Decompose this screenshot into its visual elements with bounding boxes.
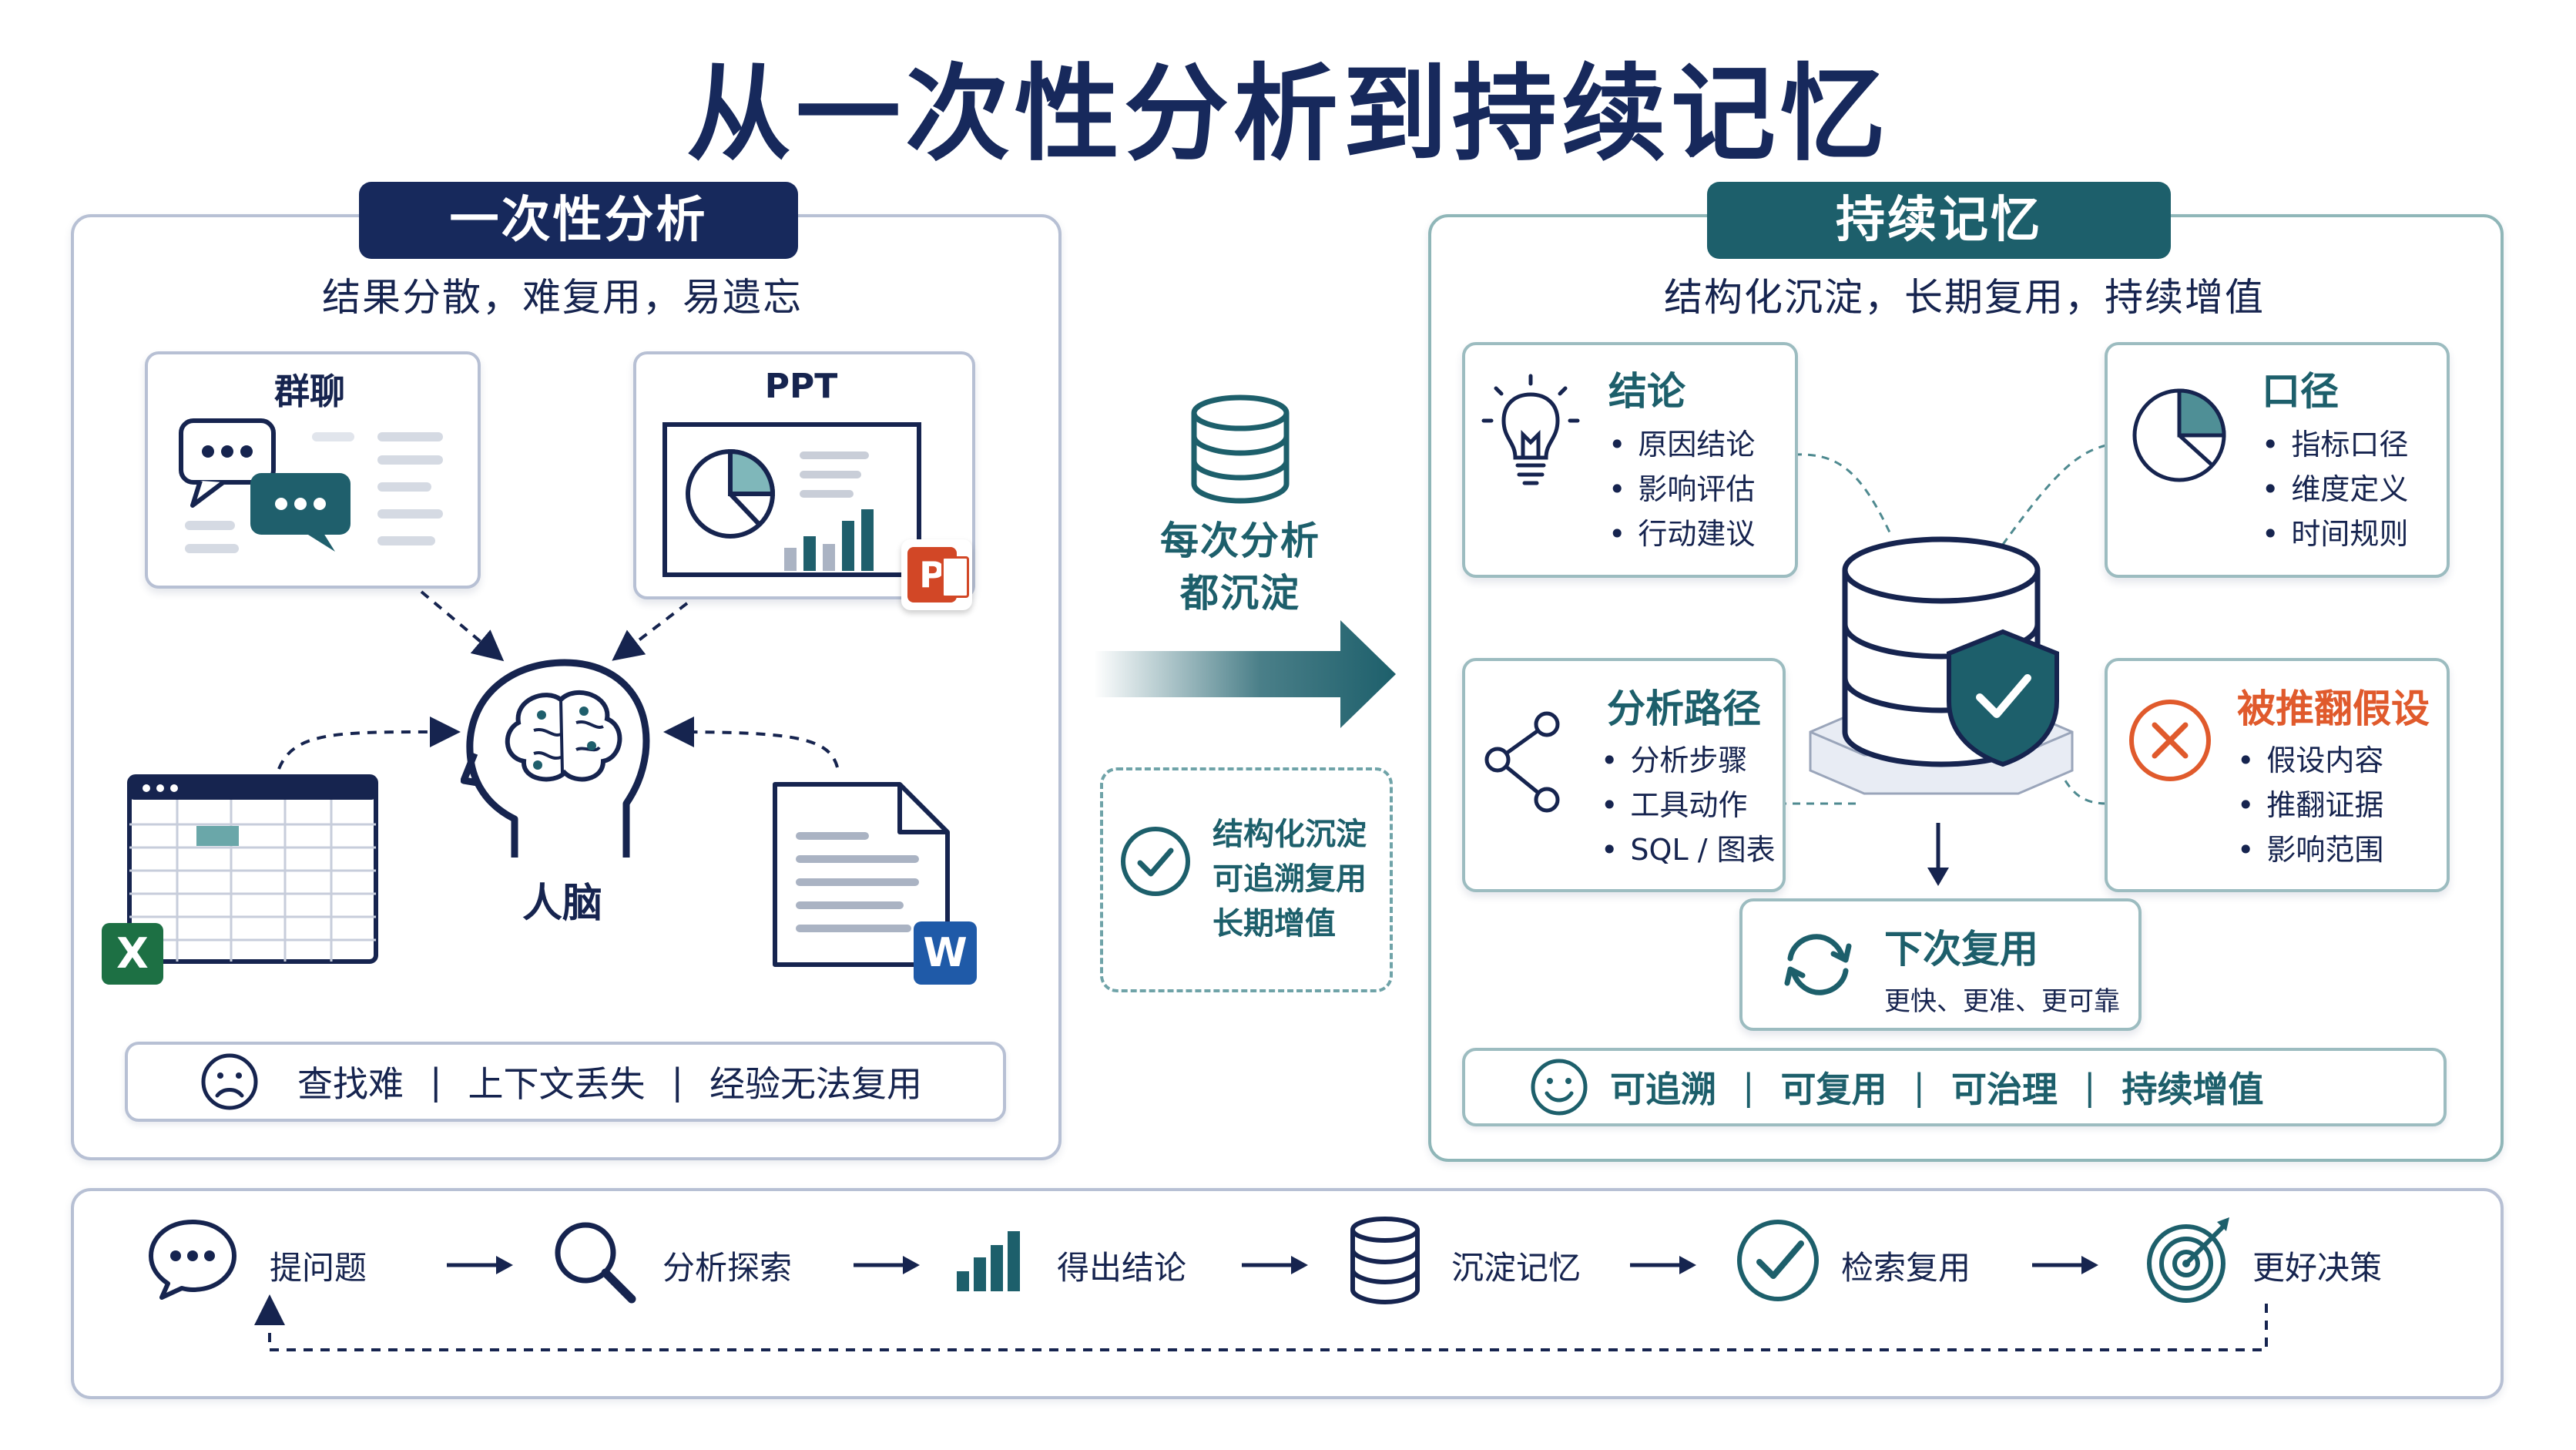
continuous-memory-tag: 持续记忆 [1707,182,2171,259]
document-icon [773,782,950,967]
magnifier-icon [555,1222,636,1304]
caliber-item: 指标口径 [2262,422,2408,467]
memory-database-shield-icon [1809,536,2074,795]
next-reuse-card [1739,898,2142,1031]
word-badge: W [914,921,977,985]
flow-step-label: 更好决策 [2252,1249,2383,1287]
one-time-analysis-subtitle: 结果分散，难复用，易遗忘 [322,275,803,320]
pain-points-bar: 查找难 | 上下文丢失 | 经验无法复用 [125,1042,1006,1122]
benefit-note-box [1100,767,1393,992]
flow-step-label: 检索复用 [1841,1249,1971,1287]
chat-bubble-icon [149,1220,236,1300]
brain-label: 人脑 [522,881,602,927]
analysis-path-item: SQL / 图表 [1601,827,1775,872]
powerpoint-icon: P [901,539,972,610]
pie-chart-icon [2132,388,2226,482]
brain-head-icon [461,659,650,858]
down-arrow [1927,823,1949,886]
pain-point: 上下文丢失 [468,1063,646,1105]
page-title: 从一次性分析到持续记忆 [686,54,1890,176]
rejected-hypothesis-list: 假设内容 推翻证据 影响范围 [2237,738,2383,872]
feedback-loop-line [254,1294,2268,1351]
one-time-analysis-tag: 一次性分析 [359,182,798,259]
share-nodes-icon [1484,711,1560,813]
caliber-list: 指标口径 维度定义 时间规则 [2262,422,2408,556]
rejected-hypothesis-item: 假设内容 [2237,738,2383,783]
flow-step-label: 提问题 [270,1249,367,1287]
big-right-arrow [1094,620,1396,728]
rejected-hypothesis-item: 影响范围 [2237,827,2383,872]
analysis-path-list: 分析步骤 工具动作 SQL / 图表 [1601,738,1776,872]
flow-arrow [854,1256,920,1274]
rejected-hypothesis-title: 被推翻假设 [2237,686,2430,731]
flow-arrow [1242,1256,1308,1274]
flow-arrow [1630,1256,1696,1274]
flow-step-label: 得出结论 [1057,1249,1187,1287]
next-reuse-title: 下次复用 [1884,927,2038,972]
smile-face-icon [1531,1059,1588,1116]
every-analysis-label: 每次分析 都沉淀 [1121,515,1360,619]
analysis-path-item: 工具动作 [1601,783,1776,827]
flow-arrow [2032,1256,2098,1274]
conclusion-list: 原因结论 影响评估 行动建议 [1608,422,1755,556]
conclusion-title: 结论 [1608,369,1685,414]
flow-step-label: 沉淀记忆 [1451,1249,1581,1287]
lightbulb-icon [1481,374,1580,485]
benefit-notes: 结构化沉淀 可追溯复用 长期增值 [1213,812,1367,946]
caliber-item: 维度定义 [2262,467,2408,512]
benefit-item: 可追溯 [1610,1069,1716,1110]
sad-face-icon [201,1053,258,1110]
conclusion-item: 影响评估 [1608,467,1755,512]
benefit-note: 结构化沉淀 [1213,817,1367,852]
left-flow-arrows [277,590,839,770]
continuous-memory-subtitle: 结构化沉淀，长期复用，持续增值 [1664,275,2265,320]
benefit-item: 可复用 [1780,1069,1887,1110]
caliber-title: 口径 [2262,369,2339,414]
benefit-note: 长期增值 [1213,906,1336,941]
close-circle-icon [2129,700,2211,781]
group-chat-label: 群聊 [274,371,345,412]
next-reuse-desc: 更快、更准、更可靠 [1884,986,2120,1017]
flow-step-label: 分析探索 [662,1249,793,1287]
benefit-item: 可治理 [1951,1069,2058,1110]
benefit-item: 持续增值 [2122,1069,2264,1110]
flow-arrow [447,1256,513,1274]
pain-point: 查找难 [297,1063,404,1105]
bar-chart-icon [957,1231,1020,1291]
conclusion-item: 原因结论 [1608,422,1755,467]
refresh-icon [1784,934,1852,995]
every-analysis-line2: 都沉淀 [1180,571,1300,616]
caliber-item: 时间规则 [2262,512,2408,556]
conclusion-item: 行动建议 [1608,512,1755,556]
excel-badge: X [102,923,163,985]
benefit-note: 可追溯复用 [1213,861,1367,897]
analysis-path-item: 分析步骤 [1601,738,1776,783]
target-icon [2147,1217,2229,1303]
ppt-slide-icon [662,422,921,577]
rejected-hypothesis-item: 推翻证据 [2237,783,2383,827]
spreadsheet-icon [127,774,378,964]
workflow-panel [71,1188,2504,1399]
pain-point: 经验无法复用 [709,1063,922,1105]
every-analysis-line1: 每次分析 [1160,519,1320,563]
chat-bubbles-icon [179,418,443,553]
benefits-bar: 可追溯 | 可复用 | 可治理 | 持续增值 [1462,1048,2447,1126]
check-circle-icon [1737,1220,1819,1301]
database-icon [1191,394,1290,504]
database-icon [1350,1217,1420,1305]
check-circle-icon [1121,827,1190,896]
ppt-label: PPT [764,367,838,406]
analysis-path-title: 分析路径 [1607,686,1761,731]
